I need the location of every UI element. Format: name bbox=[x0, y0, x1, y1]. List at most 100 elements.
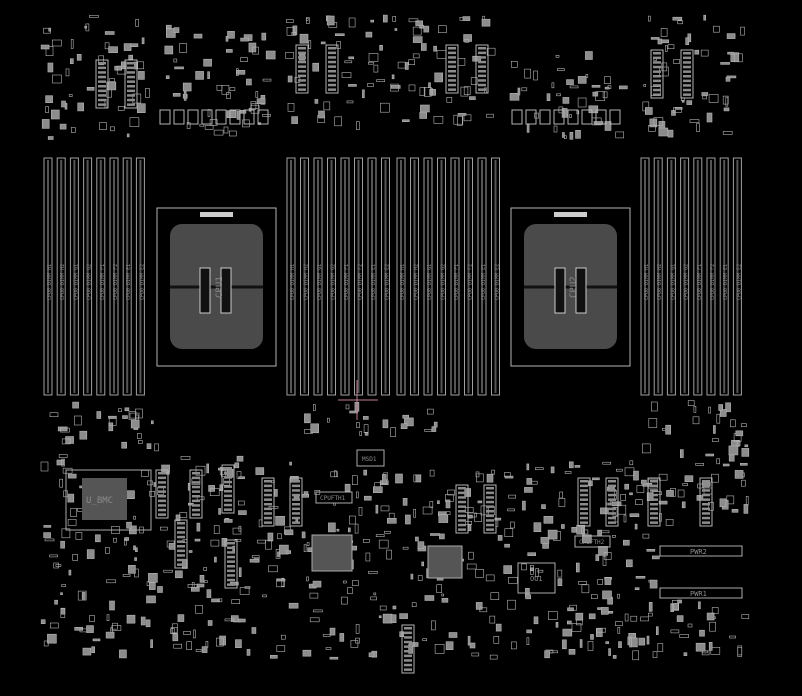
component-pad bbox=[433, 45, 437, 52]
component-pad bbox=[236, 68, 239, 76]
component-pad bbox=[106, 579, 116, 584]
dimm-slot[interactable]: CPU0_DIMM_H2 bbox=[56, 157, 66, 396]
dimm-label: CPU0_DIMM_F2 bbox=[358, 264, 364, 300]
component-pad bbox=[84, 25, 87, 29]
dimm-slot[interactable]: CPU0_DIMM_G1 bbox=[313, 157, 323, 396]
dimm-slot[interactable]: CPU0_DIMM_E1 bbox=[719, 157, 729, 396]
component-pad bbox=[464, 507, 474, 513]
component-pad bbox=[58, 454, 68, 458]
component-pad bbox=[708, 406, 711, 414]
component-pad bbox=[196, 496, 205, 501]
dimm-slot[interactable]: CPU0_DIMM_H2 bbox=[653, 157, 663, 396]
component-pad bbox=[207, 620, 213, 626]
component-pad bbox=[50, 109, 60, 120]
component-pad bbox=[557, 578, 563, 587]
component-pad bbox=[507, 599, 516, 610]
dimm-label: CPU0_DIMM_H1 bbox=[400, 264, 406, 300]
dimm-slot[interactable]: CPU0_DIMM_E2 bbox=[491, 157, 501, 396]
cpufth1-footprint[interactable]: CPUFTH1 bbox=[315, 491, 353, 504]
dimm-slot[interactable]: CPU0_DIMM_F1 bbox=[340, 157, 350, 396]
pch-chip[interactable] bbox=[311, 534, 353, 572]
component-pad bbox=[262, 594, 267, 598]
dimm-slot[interactable]: CPU0_DIMM_E2 bbox=[381, 157, 391, 396]
pin-header bbox=[95, 59, 109, 109]
dimm-slot[interactable]: CPU0_DIMM_H2 bbox=[410, 157, 420, 396]
component-pad bbox=[679, 634, 690, 638]
dimm-slot[interactable]: CPU0_DIMM_E2 bbox=[135, 157, 145, 396]
dimm-slot[interactable]: CPU0_DIMM_F2 bbox=[109, 157, 119, 396]
bga-chip[interactable] bbox=[427, 545, 463, 579]
dimm-slot[interactable]: CPU0_DIMM_H1 bbox=[396, 157, 406, 396]
dimm-slot[interactable]: CPU0_DIMM_G2 bbox=[327, 157, 337, 396]
component-pad bbox=[126, 521, 132, 529]
dimm-slot[interactable]: CPU0_DIMM_G2 bbox=[437, 157, 447, 396]
component-pad bbox=[698, 601, 701, 610]
cpufth2-footprint[interactable]: CPUFTH2 bbox=[574, 535, 611, 548]
component-pad bbox=[329, 627, 336, 636]
component-pad bbox=[726, 33, 736, 39]
component-pad bbox=[728, 445, 739, 456]
vrm-inductor bbox=[553, 109, 565, 125]
component-pad bbox=[301, 531, 306, 539]
pin-header bbox=[475, 44, 489, 94]
component-pad bbox=[494, 517, 502, 521]
component-pad bbox=[438, 25, 447, 34]
component-pad bbox=[629, 637, 632, 648]
component-pad bbox=[108, 422, 114, 432]
bmc-chip[interactable]: U_BMC bbox=[65, 469, 152, 531]
dimm-slot[interactable]: CPU0_DIMM_E2 bbox=[732, 157, 742, 396]
dimm-slot[interactable]: CPU0_DIMM_H1 bbox=[286, 157, 296, 396]
cpufth1-label: CPUFTH1 bbox=[320, 495, 346, 502]
cpu2-socket[interactable]: CPU2 bbox=[510, 207, 631, 367]
msd1-footprint[interactable]: MSD1 bbox=[356, 449, 385, 467]
dimm-slot[interactable]: CPU0_DIMM_G1 bbox=[666, 157, 676, 396]
component-pad bbox=[657, 643, 664, 652]
component-pad bbox=[356, 422, 360, 428]
dimm-slot[interactable]: CPU0_DIMM_F1 bbox=[693, 157, 703, 396]
component-pad bbox=[534, 467, 544, 470]
component-pad bbox=[172, 633, 179, 642]
dimm-slot[interactable]: CPU0_DIMM_F1 bbox=[96, 157, 106, 396]
dimm-slot[interactable]: CPU0_DIMM_E1 bbox=[367, 157, 377, 396]
vrm-inductor bbox=[173, 109, 185, 125]
component-pad bbox=[419, 112, 428, 119]
pwr2-connector[interactable]: PWR2 bbox=[659, 545, 743, 557]
dimm-slot[interactable]: CPU0_DIMM_G2 bbox=[83, 157, 93, 396]
dimm-slot[interactable]: CPU0_DIMM_F1 bbox=[450, 157, 460, 396]
component-pad bbox=[45, 95, 53, 103]
component-pad bbox=[210, 539, 220, 547]
component-pad bbox=[437, 500, 440, 505]
component-pad bbox=[683, 652, 688, 657]
component-pad bbox=[430, 533, 440, 536]
dimm-slot[interactable]: CPU0_DIMM_G1 bbox=[69, 157, 79, 396]
component-pad bbox=[214, 556, 217, 563]
component-pad bbox=[615, 621, 623, 627]
component-pad bbox=[564, 471, 572, 474]
dimm-slot[interactable]: CPU0_DIMM_F2 bbox=[354, 157, 364, 396]
component-pad bbox=[595, 554, 600, 561]
dimm-slot[interactable]: CPU0_DIMM_G2 bbox=[680, 157, 690, 396]
component-pad bbox=[708, 641, 713, 651]
component-pad bbox=[590, 594, 598, 599]
component-pad bbox=[722, 131, 733, 135]
dimm-slot[interactable]: CPU0_DIMM_G1 bbox=[423, 157, 433, 396]
dimm-slot[interactable]: CPU0_DIMM_F2 bbox=[464, 157, 474, 396]
dimm-slot[interactable]: CPU0_DIMM_H1 bbox=[640, 157, 650, 396]
cpu1-socket[interactable]: CPU1 bbox=[156, 207, 277, 367]
component-pad bbox=[164, 45, 174, 55]
dimm-slot[interactable]: CPU0_DIMM_E1 bbox=[477, 157, 487, 396]
ou1-footprint[interactable]: OU1 bbox=[517, 562, 556, 594]
component-pad bbox=[126, 133, 130, 138]
dimm-slot[interactable]: CPU0_DIMM_F2 bbox=[706, 157, 716, 396]
component-pad bbox=[348, 515, 356, 525]
component-pad bbox=[82, 647, 92, 656]
dimm-slot[interactable]: CPU0_DIMM_E1 bbox=[122, 157, 132, 396]
component-pad bbox=[60, 427, 70, 433]
dimm-slot[interactable]: CPU0_DIMM_H1 bbox=[43, 157, 53, 396]
dimm-label: CPU0_DIMM_E2 bbox=[495, 264, 501, 300]
dimm-slot[interactable]: CPU0_DIMM_H2 bbox=[300, 157, 310, 396]
component-pad bbox=[448, 632, 458, 638]
pwr1-connector[interactable]: PWR1 bbox=[659, 587, 743, 599]
